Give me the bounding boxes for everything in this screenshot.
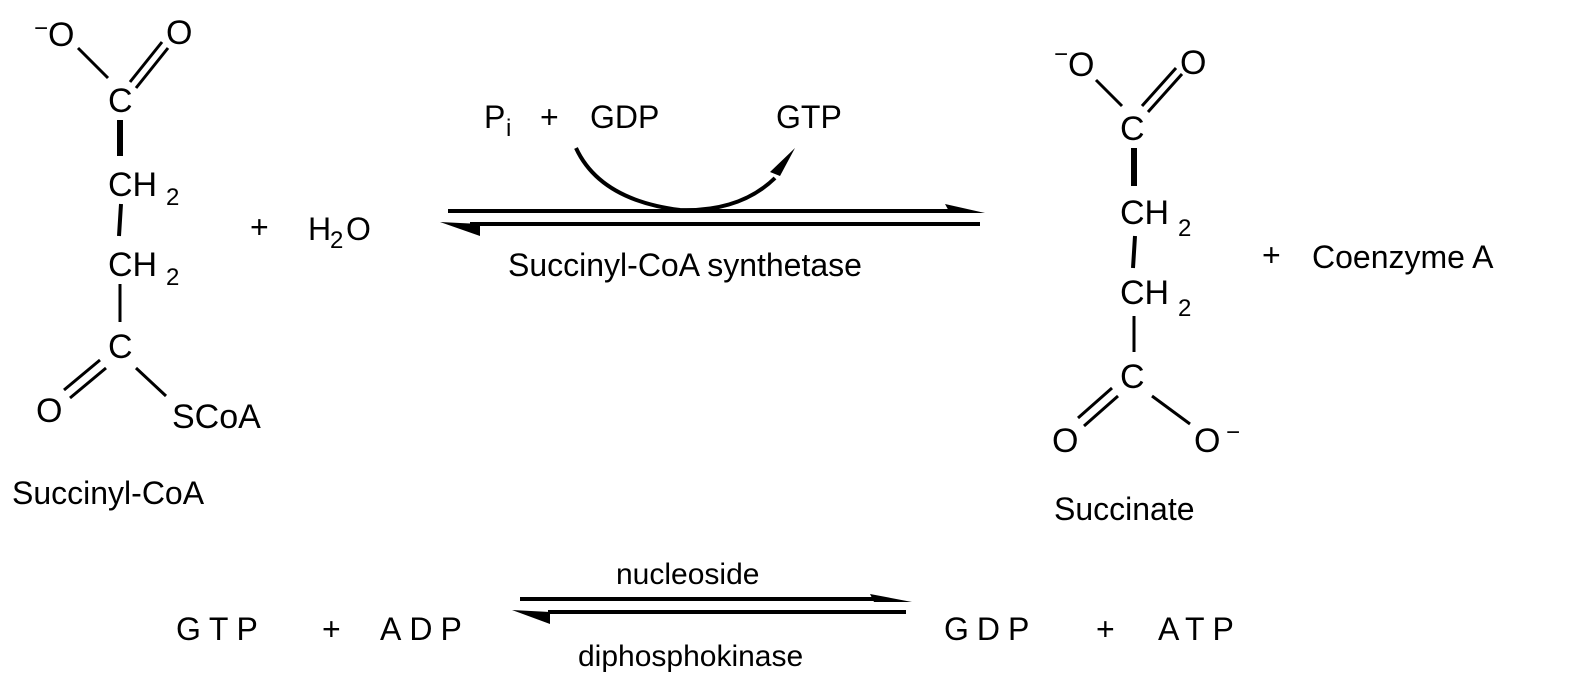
- atom-o-double-bottom: O: [1052, 422, 1078, 460]
- bond-double-b: [128, 41, 164, 83]
- bond-double-d: [1083, 394, 1119, 428]
- plus-sign-cofactor: +: [540, 99, 559, 135]
- adp-left: ADP: [380, 611, 470, 647]
- bond-single: [76, 46, 110, 80]
- atom-o-minus-top: O: [1068, 46, 1094, 84]
- charge-minus-bottom: −: [1226, 419, 1240, 446]
- enzyme-top: nucleoside: [616, 558, 759, 591]
- phosphate-p: P: [484, 99, 505, 135]
- plus-right: +: [1096, 611, 1115, 647]
- reverse-arrowhead-2-icon: [512, 610, 550, 624]
- forward-arrowhead-icon: [945, 204, 985, 213]
- bond-double-b: [1140, 66, 1178, 108]
- atom-ch2-a: CH: [108, 166, 157, 204]
- succinyl-coa-structure: − O O C CH 2 CH 2 C O SCoA Succinyl-CoA: [12, 14, 261, 511]
- gtp-label: GTP: [776, 99, 842, 135]
- atom-ch2-b-sub: 2: [166, 264, 179, 291]
- atom-ch2-b: CH: [1120, 274, 1169, 312]
- water-sub: 2: [330, 227, 343, 254]
- reactant-name: Succinyl-CoA: [12, 475, 205, 511]
- charge-minus: −: [34, 15, 48, 42]
- water-h: H: [308, 211, 331, 247]
- water-o: O: [346, 211, 371, 247]
- atom-o-bottom: O: [36, 392, 62, 430]
- atom-ch2-a-sub: 2: [1178, 215, 1191, 242]
- atom-c-bottom: C: [108, 328, 133, 366]
- gdp-right: GDP: [944, 611, 1037, 647]
- plus-sign-2: +: [1262, 237, 1281, 273]
- reverse-arrowhead-icon: [440, 222, 480, 236]
- plus-left: +: [322, 611, 341, 647]
- bond-wedge-2: [1131, 235, 1137, 269]
- atom-o-minus: O: [48, 16, 74, 54]
- atom-o-minus-bottom: O: [1194, 422, 1220, 460]
- forward-arrowhead-2-icon: [870, 594, 912, 602]
- gtp-left: GTP: [176, 611, 266, 647]
- bond-double-c: [63, 358, 101, 392]
- atp-right: ATP: [1158, 611, 1242, 647]
- cofactor-in: P i + GDP: [484, 99, 659, 142]
- coenzyme-a-label: Coenzyme A: [1312, 239, 1494, 275]
- bond-single: [1094, 78, 1124, 108]
- curved-arrowhead-icon: [770, 148, 795, 176]
- reaction-2: GTP + ADP nucleoside diphosphokinase GDP…: [176, 558, 1242, 673]
- group-scoa: SCoA: [172, 398, 261, 436]
- equilibrium-arrows-1: [440, 204, 985, 236]
- atom-c-top: C: [1120, 110, 1145, 148]
- atom-c-top: C: [108, 82, 133, 120]
- bond-double-a: [134, 47, 170, 89]
- water: H 2 O: [308, 211, 371, 254]
- curved-arrow: [574, 147, 777, 213]
- enzyme-label: Succinyl-CoA synthetase: [508, 247, 862, 283]
- atom-ch2-b: CH: [108, 246, 157, 284]
- plus-sign: +: [250, 209, 269, 245]
- succinate-structure: − O O C CH 2 CH 2 C O O − Succinate: [1052, 41, 1240, 527]
- bond-double-d: [69, 366, 107, 400]
- atom-ch2-a-sub: 2: [166, 184, 179, 211]
- enzyme-bottom: diphosphokinase: [578, 640, 803, 673]
- bond-single-3: [134, 366, 168, 398]
- bond-single-3: [1151, 394, 1191, 426]
- product-name: Succinate: [1054, 491, 1195, 527]
- bond-double-a: [1146, 72, 1184, 114]
- atom-ch2-a: CH: [1120, 194, 1169, 232]
- gdp-label: GDP: [590, 99, 659, 135]
- atom-ch2-b-sub: 2: [1178, 295, 1191, 322]
- phosphate-sub: i: [506, 115, 511, 142]
- atom-o-double-top: O: [1180, 44, 1206, 82]
- atom-c-bottom: C: [1120, 358, 1145, 396]
- atom-o-double: O: [166, 14, 192, 52]
- bond-wedge-2: [117, 203, 123, 237]
- bond-double-c: [1077, 386, 1113, 420]
- charge-minus-top: −: [1054, 41, 1068, 68]
